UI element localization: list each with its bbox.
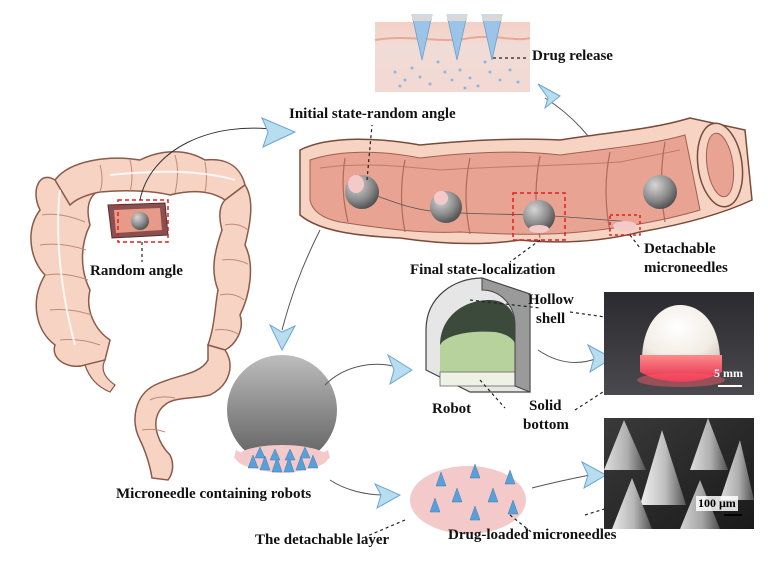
detachable-layer	[410, 463, 526, 534]
arrow-to-tube	[139, 127, 281, 201]
robot-label: Robot	[432, 401, 472, 417]
hollow-label-line2: shell	[536, 311, 566, 327]
final-state-label: Final state-localization	[410, 262, 556, 278]
intestine-tube	[299, 117, 753, 245]
random-angle-label: Random angle	[90, 263, 183, 279]
sem-image	[604, 418, 754, 529]
initial-state-label: Initial state-random angle	[289, 106, 456, 122]
drug-release-label: Drug release	[532, 48, 613, 64]
photo-scalebar-label: 5 mm	[714, 366, 743, 380]
capsule-photo	[604, 292, 754, 395]
detachable-label-line1: Detachable	[644, 241, 716, 257]
solid-label-line1: Solid	[529, 398, 562, 414]
detachable-layer-label: The detachable layer	[255, 532, 390, 548]
mn-robots-label: Microneedle containing robots	[116, 486, 312, 502]
colon-illustration	[30, 151, 252, 481]
random-angle-box	[117, 199, 169, 243]
solid-label-line2: bottom	[523, 417, 569, 433]
detachable-box	[609, 214, 641, 236]
hollow-label-line1: Hollow	[528, 292, 574, 308]
detachable-label-line2: microneedles	[644, 260, 728, 276]
drug-loaded-label: Drug-loaded microneedles	[448, 527, 617, 543]
robot-cross-section	[425, 277, 531, 393]
big-robot	[227, 355, 337, 473]
skin-drug-release	[374, 14, 531, 92]
sem-scalebar-label: 100 μm	[696, 496, 738, 511]
